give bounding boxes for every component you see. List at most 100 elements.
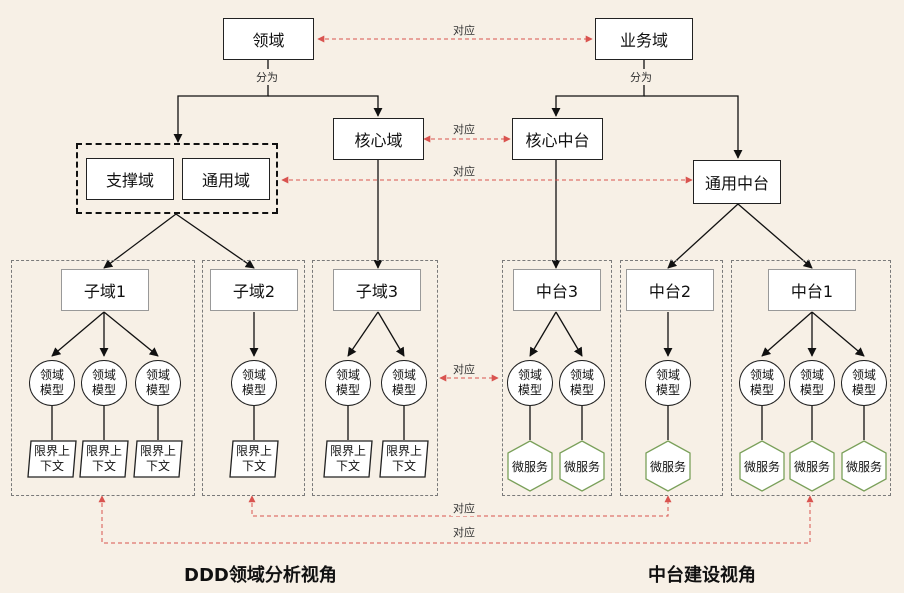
core-domain-label: 核心域 <box>354 131 403 150</box>
microservice-hexagon: 微服务 <box>507 440 553 492</box>
model-line-1: 领域 <box>241 368 266 382</box>
model-line-2: 模型 <box>749 383 774 397</box>
model-line-1: 领域 <box>799 368 824 382</box>
model-line-1: 领域 <box>91 368 116 382</box>
model-line-2: 模型 <box>241 383 266 397</box>
business-domain-box: 业务域 <box>595 18 693 60</box>
model-line-2: 模型 <box>391 383 416 397</box>
platform-3-label: 中台3 <box>535 282 579 301</box>
bounded-context: 限界上下文 <box>379 440 429 478</box>
model-line-1: 领域 <box>851 368 876 382</box>
platform-2-label: 中台2 <box>648 282 692 301</box>
relation-label-general: 对应 <box>451 163 477 179</box>
general-platform-box: 通用中台 <box>693 160 781 204</box>
model-line-2: 模型 <box>517 383 542 397</box>
relation-label-sub1: 对应 <box>451 524 477 540</box>
split-label-right: 分为 <box>628 69 654 85</box>
model-line-1: 领域 <box>655 368 680 382</box>
bounded-context: 限界上下文 <box>229 440 279 478</box>
business-domain-label: 业务域 <box>619 31 668 50</box>
domain-model-circle: 领域模型 <box>559 360 605 406</box>
context-line-2: 下文 <box>335 459 360 473</box>
microservice-label: 微服务 <box>649 459 686 474</box>
model-line-1: 领域 <box>517 368 542 382</box>
platform-3-box: 中台3 <box>513 269 601 311</box>
core-domain-box: 核心域 <box>333 118 424 160</box>
subdomain-2-box: 子域2 <box>210 269 298 311</box>
domain-label: 领域 <box>252 31 285 50</box>
platform-3-group <box>502 260 612 496</box>
platform-2-group <box>620 260 723 496</box>
bounded-context: 限界上下文 <box>79 440 129 478</box>
model-line-1: 领域 <box>749 368 774 382</box>
model-line-2: 模型 <box>851 383 876 397</box>
microservice-hexagon: 微服务 <box>559 440 605 492</box>
domain-model-circle: 领域模型 <box>381 360 427 406</box>
model-line-1: 领域 <box>569 368 594 382</box>
subdomain-3-group <box>312 260 438 496</box>
subdomain-1-label: 子域1 <box>83 282 127 301</box>
domain-model-circle: 领域模型 <box>645 360 691 406</box>
relation-label-sub2: 对应 <box>451 500 477 516</box>
model-line-2: 模型 <box>91 383 116 397</box>
context-line-2: 下文 <box>241 459 266 473</box>
microservice-hexagon: 微服务 <box>789 440 835 492</box>
general-domain-box: 通用域 <box>182 158 270 200</box>
domain-box: 领域 <box>223 18 314 60</box>
core-platform-box: 核心中台 <box>512 118 603 160</box>
context-line-2: 下文 <box>91 459 116 473</box>
relation-label-top: 对应 <box>451 22 477 38</box>
context-line-2: 下文 <box>145 459 170 473</box>
subdomain-1-group <box>11 260 195 496</box>
model-line-1: 领域 <box>335 368 360 382</box>
subdomain-1-box: 子域1 <box>61 269 149 311</box>
context-line-1: 限界上 <box>33 444 70 458</box>
domain-model-circle: 领域模型 <box>841 360 887 406</box>
general-platform-label: 通用中台 <box>704 174 769 193</box>
microservice-label: 微服务 <box>845 459 882 474</box>
microservice-label: 微服务 <box>511 459 548 474</box>
model-line-2: 模型 <box>799 383 824 397</box>
context-line-1: 限界上 <box>385 444 422 458</box>
context-line-1: 限界上 <box>329 444 366 458</box>
bounded-context: 限界上下文 <box>27 440 77 478</box>
model-line-2: 模型 <box>655 383 680 397</box>
model-line-2: 模型 <box>569 383 594 397</box>
platform-2-box: 中台2 <box>626 269 714 311</box>
model-line-1: 领域 <box>145 368 170 382</box>
domain-model-circle: 领域模型 <box>325 360 371 406</box>
platform-1-label: 中台1 <box>790 282 834 301</box>
context-line-1: 限界上 <box>139 444 176 458</box>
platform-view-caption: 中台建设视角 <box>648 565 756 586</box>
domain-model-circle: 领域模型 <box>507 360 553 406</box>
bounded-context: 限界上下文 <box>133 440 183 478</box>
model-line-1: 领域 <box>391 368 416 382</box>
microservice-hexagon: 微服务 <box>739 440 785 492</box>
context-line-2: 下文 <box>39 459 64 473</box>
model-line-2: 模型 <box>335 383 360 397</box>
model-line-2: 模型 <box>145 383 170 397</box>
split-label-left: 分为 <box>254 69 280 85</box>
microservice-label: 微服务 <box>793 459 830 474</box>
support-domain-box: 支撑域 <box>86 158 174 200</box>
model-line-2: 模型 <box>39 383 64 397</box>
relation-label-core: 对应 <box>451 121 477 137</box>
microservice-hexagon: 微服务 <box>645 440 691 492</box>
model-line-1: 领域 <box>39 368 64 382</box>
microservice-label: 微服务 <box>743 459 780 474</box>
subdomain-2-label: 子域2 <box>232 282 276 301</box>
support-domain-label: 支撑域 <box>105 171 154 190</box>
microservice-hexagon: 微服务 <box>841 440 887 492</box>
bounded-context: 限界上下文 <box>323 440 373 478</box>
platform-1-box: 中台1 <box>768 269 856 311</box>
domain-model-circle: 领域模型 <box>135 360 181 406</box>
support-general-group <box>76 143 278 214</box>
subdomain-2-group <box>202 260 305 496</box>
context-line-1: 限界上 <box>85 444 122 458</box>
domain-model-circle: 领域模型 <box>231 360 277 406</box>
subdomain-3-label: 子域3 <box>355 282 399 301</box>
relation-label-model: 对应 <box>451 361 477 377</box>
domain-model-circle: 领域模型 <box>81 360 127 406</box>
general-domain-label: 通用域 <box>201 171 250 190</box>
